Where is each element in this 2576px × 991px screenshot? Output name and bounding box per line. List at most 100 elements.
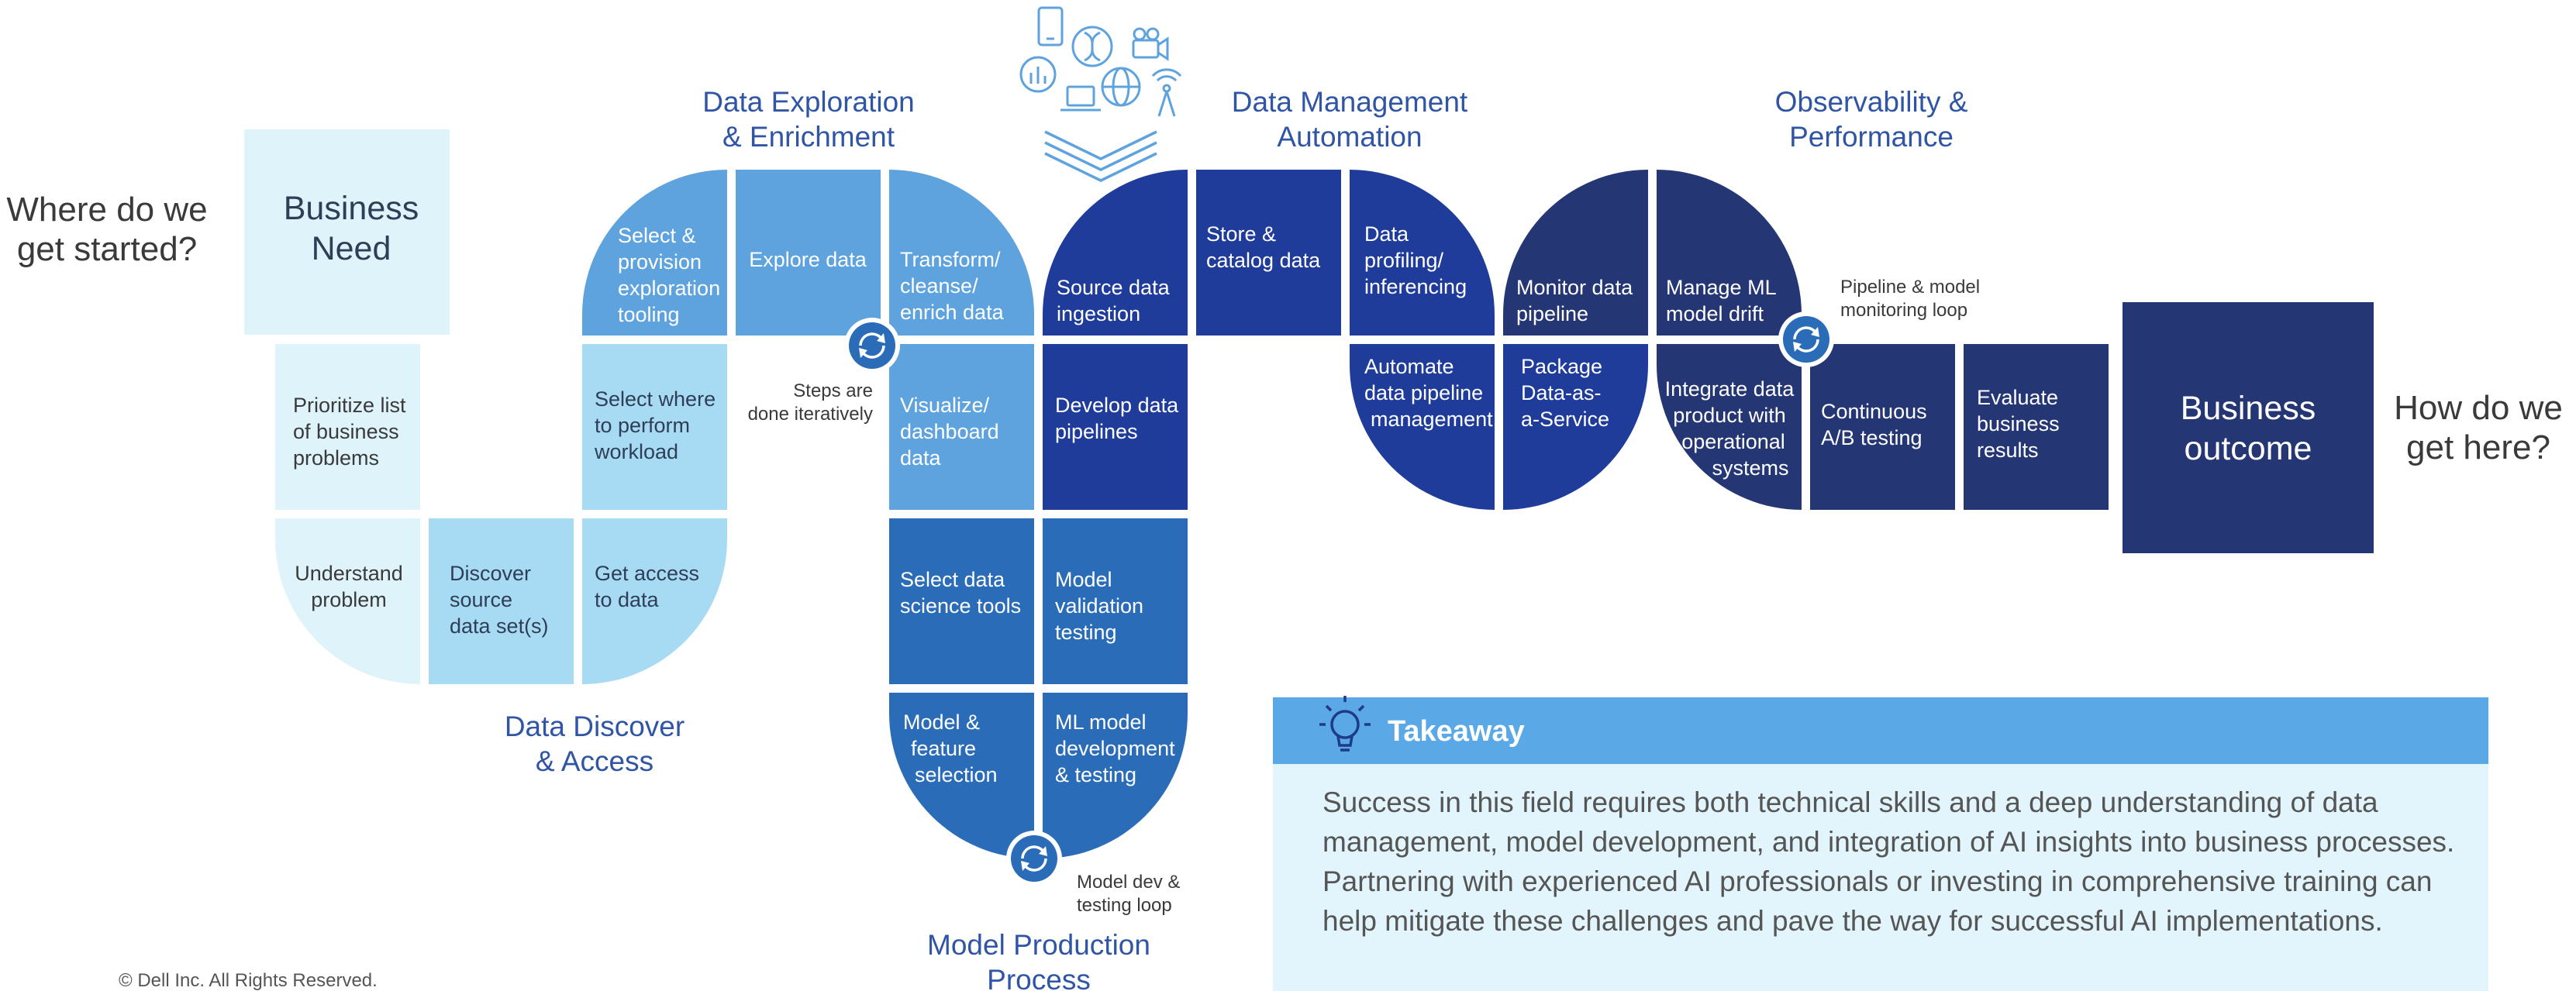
svg-text:model drift: model drift bbox=[1666, 302, 1764, 325]
svg-text:provision: provision bbox=[618, 250, 702, 274]
tile-select-where: Select where to perform workload bbox=[582, 344, 727, 510]
svg-text:ML model: ML model bbox=[1055, 711, 1147, 734]
svg-text:source: source bbox=[450, 588, 512, 611]
svg-text:Develop data: Develop data bbox=[1055, 394, 1179, 417]
svg-text:testing loop: testing loop bbox=[1077, 895, 1172, 916]
svg-text:Data Discover: Data Discover bbox=[505, 711, 685, 742]
svg-text:pipeline: pipeline bbox=[1516, 302, 1588, 325]
tile-automate-pipeline: Automate data pipeline management bbox=[1350, 344, 1495, 510]
tile-ml-model-dev: ML model development & testing bbox=[1043, 693, 1188, 859]
laptop-icon bbox=[1060, 85, 1101, 112]
start-question: Where do we get started? bbox=[6, 191, 207, 268]
tile-get-access: Get access to data bbox=[582, 518, 727, 684]
section-title-production: Model Production Process bbox=[927, 929, 1150, 991]
tile-package-daas: Package Data-as- a-Service bbox=[1503, 344, 1648, 510]
svg-text:Select data: Select data bbox=[900, 568, 1005, 591]
tile-business-outcome: Business outcome bbox=[2123, 302, 2374, 553]
tile-transform: Transform/ cleanse/ enrich data bbox=[889, 170, 1034, 335]
svg-text:Discover: Discover bbox=[450, 562, 531, 585]
svg-text:monitoring loop: monitoring loop bbox=[1840, 300, 1967, 321]
svg-text:exploration: exploration bbox=[618, 277, 720, 300]
svg-text:Business: Business bbox=[2181, 390, 2316, 427]
svg-text:Prioritize list: Prioritize list bbox=[293, 394, 406, 417]
svg-text:dashboard: dashboard bbox=[900, 420, 999, 443]
loop-note-pipeline-monitoring: Pipeline & model monitoring loop bbox=[1840, 277, 1980, 321]
svg-text:Continuous: Continuous bbox=[1821, 400, 1927, 423]
svg-text:feature: feature bbox=[911, 737, 976, 760]
svg-text:Model Production: Model Production bbox=[927, 929, 1150, 961]
svg-text:Select &: Select & bbox=[618, 224, 696, 247]
svg-text:business: business bbox=[1977, 412, 2060, 435]
copyright-footer: © Dell Inc. All Rights Reserved. bbox=[119, 970, 378, 991]
tile-select-ds-tools: Select data science tools bbox=[889, 518, 1034, 684]
bar-chart-icon bbox=[1019, 56, 1057, 93]
svg-text:catalog data: catalog data bbox=[1206, 249, 1321, 272]
svg-text:Observability &: Observability & bbox=[1775, 86, 1968, 118]
svg-text:Process: Process bbox=[987, 964, 1091, 991]
svg-text:Where do we: Where do we bbox=[6, 191, 207, 229]
svg-text:Model &: Model & bbox=[903, 711, 980, 734]
svg-text:inferencing: inferencing bbox=[1364, 275, 1467, 298]
svg-text:product with: product with bbox=[1673, 404, 1786, 427]
svg-text:selection: selection bbox=[915, 763, 998, 786]
svg-text:problems: problems bbox=[293, 446, 379, 470]
svg-text:Transform/: Transform/ bbox=[900, 248, 1001, 271]
tile-profiling: Data profiling/ inferencing bbox=[1350, 170, 1495, 335]
svg-text:science tools: science tools bbox=[900, 594, 1021, 618]
section-title-exploration: Data Exploration & Enrichment bbox=[702, 86, 915, 153]
section-title-discover: Data Discover & Access bbox=[505, 711, 685, 777]
tile-store-catalog: Store & catalog data bbox=[1196, 170, 1341, 335]
data-sources-icon-cluster bbox=[1019, 6, 1182, 182]
takeaway-title: Takeaway bbox=[1388, 715, 1525, 748]
svg-text:cleanse/: cleanse/ bbox=[900, 274, 978, 298]
svg-text:validation: validation bbox=[1055, 594, 1143, 618]
svg-text:Get access: Get access bbox=[595, 562, 699, 585]
svg-text:enrich data: enrich data bbox=[900, 301, 1005, 324]
svg-text:done iteratively: done iteratively bbox=[748, 404, 873, 425]
svg-text:of business: of business bbox=[293, 420, 399, 443]
tile-model-feature: Model & feature selection bbox=[889, 693, 1034, 859]
svg-text:Manage ML: Manage ML bbox=[1666, 276, 1777, 299]
svg-text:a-Service: a-Service bbox=[1521, 408, 1609, 431]
svg-text:management: management bbox=[1371, 408, 1493, 431]
svg-text:Package: Package bbox=[1521, 355, 1602, 378]
svg-text:Automation: Automation bbox=[1277, 121, 1422, 153]
tile-monitor-pipeline: Monitor data pipeline bbox=[1503, 170, 1648, 335]
section-title-observability: Observability & Performance bbox=[1775, 86, 1968, 153]
svg-text:Source data: Source data bbox=[1057, 276, 1171, 299]
tile-develop-pipelines: Develop data pipelines bbox=[1043, 344, 1188, 510]
svg-text:Evaluate: Evaluate bbox=[1977, 386, 2058, 409]
takeaway-panel: Takeaway bbox=[1273, 696, 2488, 991]
svg-text:Steps are: Steps are bbox=[793, 380, 873, 401]
svg-text:ingestion: ingestion bbox=[1057, 302, 1140, 325]
tile-prioritize: Prioritize list of business problems bbox=[275, 344, 420, 510]
svg-text:tooling: tooling bbox=[618, 303, 680, 326]
svg-text:outcome: outcome bbox=[2185, 430, 2312, 467]
takeaway-body: Success in this field requires both tech… bbox=[1322, 786, 2455, 937]
tile-integrate-product: Integrate data product with operational … bbox=[1657, 344, 1802, 510]
svg-text:data pipeline: data pipeline bbox=[1364, 381, 1483, 404]
svg-text:Data Management: Data Management bbox=[1232, 86, 1468, 118]
svg-text:profiling/: profiling/ bbox=[1364, 249, 1444, 272]
svg-text:get started?: get started? bbox=[17, 230, 197, 268]
svg-text:Model: Model bbox=[1055, 568, 1112, 591]
svg-text:problem: problem bbox=[311, 588, 387, 611]
svg-text:Pipeline & model: Pipeline & model bbox=[1840, 277, 1980, 298]
tile-business-need: Business Need bbox=[244, 129, 450, 335]
svg-text:Store &: Store & bbox=[1206, 222, 1276, 246]
end-question: How do we get here? bbox=[2394, 389, 2563, 466]
svg-text:& Access: & Access bbox=[536, 745, 653, 777]
svg-text:Automate: Automate bbox=[1364, 355, 1454, 378]
svg-text:Data Exploration: Data Exploration bbox=[702, 86, 915, 118]
svg-text:Model dev &: Model dev & bbox=[1077, 872, 1180, 893]
dna-icon bbox=[1071, 26, 1113, 67]
loop-arrows-icon bbox=[1778, 311, 1834, 367]
video-camera-icon bbox=[1132, 27, 1169, 61]
tile-source-ingestion: Source data ingestion bbox=[1043, 170, 1188, 335]
loop-arrows-icon bbox=[1006, 831, 1062, 886]
funnel-chevrons bbox=[1044, 130, 1157, 182]
tile-visualize: Visualize/ dashboard data bbox=[889, 344, 1034, 510]
tile-manage-drift: Manage ML model drift bbox=[1657, 170, 1802, 335]
svg-text:Data-as-: Data-as- bbox=[1521, 381, 1602, 404]
